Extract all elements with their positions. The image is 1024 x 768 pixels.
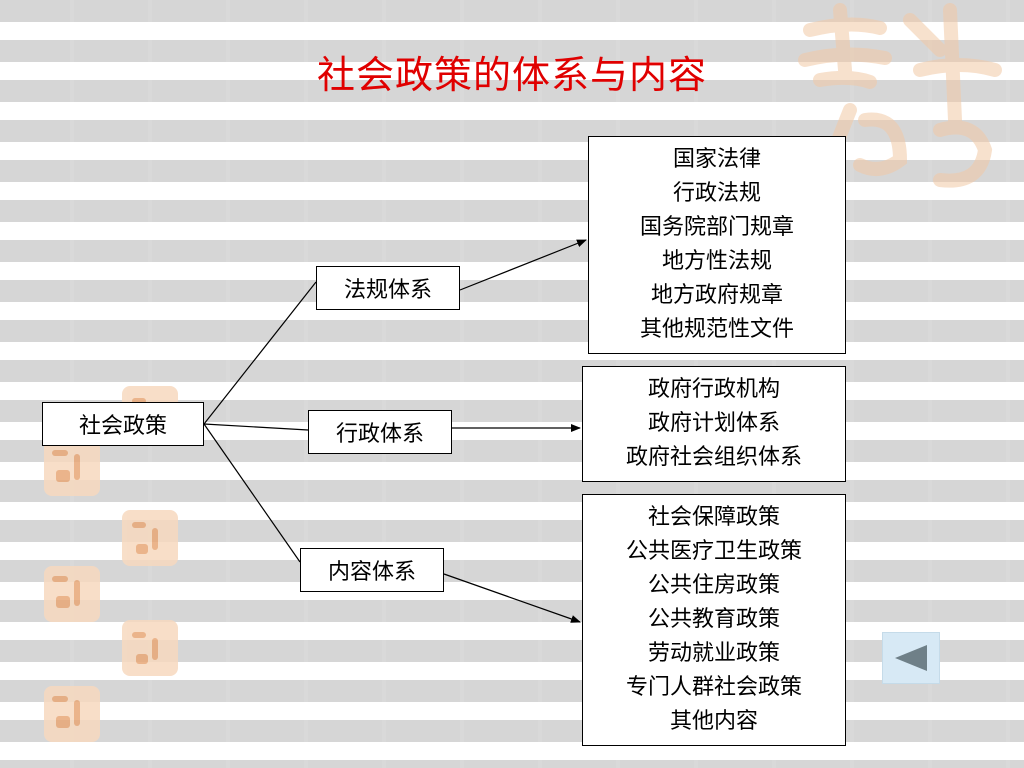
list-item: 政府行政机构 <box>647 377 780 402</box>
connector-root-to-admin <box>203 423 309 431</box>
seal-decoration-icon <box>44 686 100 742</box>
root-node: 社会政策 <box>42 402 204 446</box>
root-node-label: 社会政策 <box>78 414 167 439</box>
arrow-content-to-list <box>443 573 581 623</box>
list-item: 地方政府规章 <box>650 283 783 308</box>
laws-list: 国家法律 行政法规 国务院部门规章 地方性法规 地方政府规章 其他规范性文件 <box>588 136 846 354</box>
triangle-left-icon <box>895 645 927 671</box>
seal-decoration-icon <box>44 566 100 622</box>
connector-root-to-laws <box>203 281 317 425</box>
calligraphy-watermark-icon <box>798 3 1002 197</box>
list-item: 政府社会组织体系 <box>625 445 802 470</box>
connector-root-to-content <box>203 423 301 563</box>
arrow-laws-to-list <box>459 239 587 291</box>
list-item: 国务院部门规章 <box>639 215 794 240</box>
list-item: 专门人群社会政策 <box>625 675 802 700</box>
list-item: 社会保障政策 <box>647 505 780 530</box>
seal-decoration-icon <box>122 510 178 566</box>
content-list: 社会保障政策 公共医疗卫生政策 公共住房政策 公共教育政策 劳动就业政策 专门人… <box>582 494 846 746</box>
list-item: 公共医疗卫生政策 <box>625 539 802 564</box>
list-item: 公共教育政策 <box>647 607 780 632</box>
seal-decoration-icon <box>44 440 100 496</box>
list-item: 其他规范性文件 <box>639 317 794 342</box>
branch-node-laws: 法规体系 <box>316 266 460 310</box>
back-button[interactable] <box>882 632 940 684</box>
list-item: 地方性法规 <box>661 249 772 274</box>
list-item: 劳动就业政策 <box>647 641 780 666</box>
list-item: 行政法规 <box>672 181 761 206</box>
branch-node-content: 内容体系 <box>300 548 444 592</box>
branch-node-label: 行政体系 <box>335 422 424 447</box>
list-item: 国家法律 <box>672 147 761 172</box>
list-item: 其他内容 <box>669 709 758 734</box>
admin-list: 政府行政机构 政府计划体系 政府社会组织体系 <box>582 366 846 482</box>
branch-node-admin: 行政体系 <box>308 410 452 454</box>
branch-node-label: 法规体系 <box>343 278 432 303</box>
list-item: 公共住房政策 <box>647 573 780 598</box>
list-item: 政府计划体系 <box>647 411 780 436</box>
slide-title: 社会政策的体系与内容 <box>316 53 707 97</box>
seal-decoration-icon <box>122 620 178 676</box>
branch-node-label: 内容体系 <box>327 560 416 585</box>
